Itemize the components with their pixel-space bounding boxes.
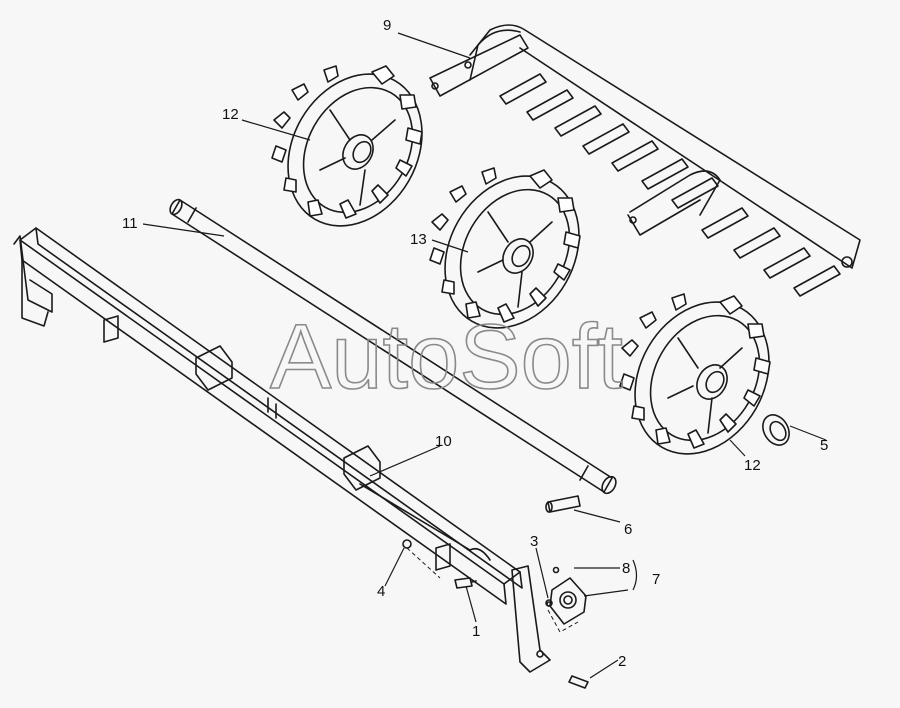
assembly-line-bolt2 bbox=[547, 609, 579, 633]
rake-comb-part bbox=[429, 24, 861, 297]
callout-3: 3 bbox=[530, 533, 538, 550]
spiked-wheel-upper bbox=[271, 65, 423, 227]
callout-12-lower: 12 bbox=[744, 457, 761, 474]
callout-10: 10 bbox=[435, 433, 452, 450]
leader-lines bbox=[142, 32, 827, 679]
callout-1: 1 bbox=[472, 623, 480, 640]
callout-11: 11 bbox=[122, 215, 138, 232]
fasteners bbox=[402, 539, 589, 689]
callout-12-upper: 12 bbox=[222, 106, 239, 123]
callout-9: 9 bbox=[383, 17, 391, 34]
watermark-text: AutoSoft bbox=[270, 306, 623, 408]
callout-13: 13 bbox=[410, 231, 427, 248]
spiked-wheel-lower bbox=[619, 293, 771, 455]
mounting-plate-part bbox=[545, 566, 587, 625]
callout-6: 6 bbox=[624, 521, 632, 538]
frame-beam-part bbox=[13, 227, 551, 673]
pin-part bbox=[545, 495, 581, 513]
spiked-wheel-middle bbox=[429, 167, 581, 329]
callout-7: 7 bbox=[652, 571, 660, 588]
bushing-part bbox=[762, 414, 790, 446]
callout-5: 5 bbox=[820, 437, 828, 454]
shaft-part bbox=[169, 198, 617, 495]
callout-2: 2 bbox=[618, 653, 626, 670]
assembly-line-bolt1 bbox=[406, 547, 441, 579]
callout-8: 8 bbox=[622, 560, 630, 577]
callout-4: 4 bbox=[377, 583, 385, 600]
